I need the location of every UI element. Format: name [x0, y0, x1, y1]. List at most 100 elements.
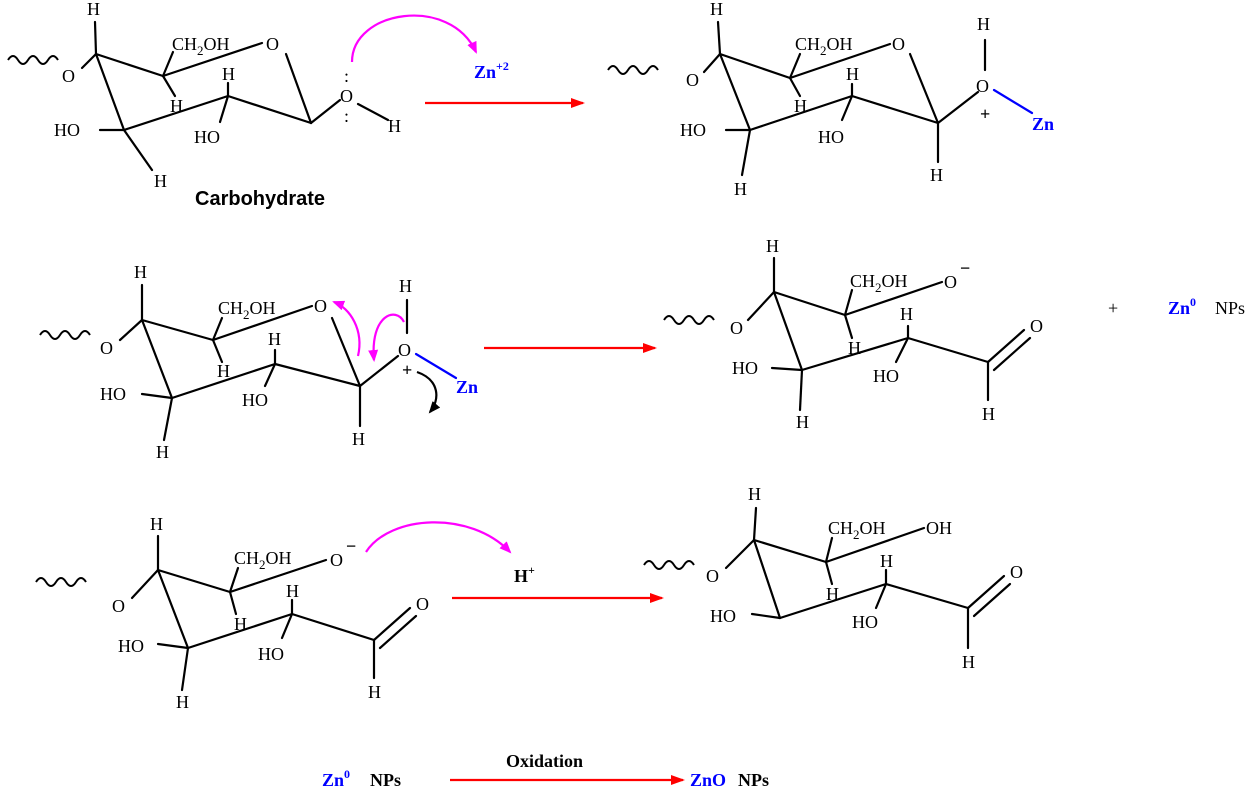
atom-O: O [62, 66, 75, 86]
atom-H: H [880, 551, 893, 571]
curved-electron-arrow-icon [332, 300, 361, 357]
lone-pair: : [344, 106, 349, 126]
atom-H: H [794, 96, 807, 116]
alkoxide-O: O [944, 272, 957, 292]
atom-H: H [222, 64, 235, 84]
carbohydrate-label: Carbohydrate [195, 188, 325, 210]
molecule-open-chain-product: H O CH2OH OH H H HO HO H O [643, 484, 1023, 672]
aldehyde-H: H [962, 652, 975, 672]
minus-charge: − [960, 258, 970, 278]
aldehyde-H: H [368, 682, 381, 702]
molecule-zinc-complex-2: H O CH2OH O H H HO HO H H H O + Zn [39, 262, 478, 462]
atom-H: H [154, 171, 167, 191]
ch2oh-group: CH2OH [234, 548, 292, 572]
HO-group: HO [873, 366, 899, 386]
plus-charge: + [402, 360, 412, 380]
HO-group: HO [258, 644, 284, 664]
HO-group: HO [54, 120, 80, 140]
HO-group: HO [710, 606, 736, 626]
atom-H: H [176, 692, 189, 712]
atom-H: H [766, 236, 779, 256]
atom-H: H [352, 429, 365, 449]
nps-label: NPs [1215, 298, 1245, 318]
curved-electron-arrow-icon [365, 521, 512, 554]
atom-H: H [900, 304, 913, 324]
HO-group: HO [818, 127, 844, 147]
atom-H: H [388, 116, 401, 136]
ch2oh-group: CH2OH [828, 518, 886, 542]
atom-O: O [686, 70, 699, 90]
atom-O: O [706, 566, 719, 586]
molecule-alkoxide: H O CH2OH O − H H HO HO H H O [663, 236, 1043, 432]
ring-O: O [266, 34, 279, 54]
plus-sign: + [1108, 298, 1118, 318]
atom-H: H [748, 484, 761, 504]
molecule-zinc-complex: H O CH2OH O H H HO HO H H H O + Zn [607, 0, 1054, 199]
carbonyl-O: O [416, 594, 429, 614]
aldehyde-H: H [982, 404, 995, 424]
HO-group: HO [118, 636, 144, 656]
curved-electron-arrow-icon [416, 370, 441, 414]
nps-label: NPs [738, 770, 769, 790]
zn-atom: Zn [456, 377, 478, 397]
h-plus-label: H+ [514, 563, 535, 586]
wavy-bond-icon [39, 330, 91, 340]
atom-H: H [710, 0, 723, 19]
atom-H: H [170, 96, 183, 116]
zn0-label: Zn0 [1168, 295, 1196, 318]
lone-pair: : [344, 66, 349, 86]
anomeric-O: O [340, 86, 353, 106]
atom-H: H [826, 584, 839, 604]
HO-group: HO [732, 358, 758, 378]
HO-group: HO [852, 612, 878, 632]
ch2oh-group: CH2OH [850, 271, 908, 295]
wavy-bond-icon [663, 315, 715, 325]
side-product-zn0: + Zn0 NPs [1108, 295, 1245, 318]
oxonium-O: O [398, 340, 411, 360]
curved-electron-arrow-icon [350, 14, 478, 63]
curved-electron-arrow-icon [368, 313, 405, 362]
atom-H: H [156, 442, 169, 462]
atom-H: H [286, 581, 299, 601]
oxidation-label: Oxidation [506, 751, 583, 771]
OH-group: OH [926, 518, 952, 538]
atom-H: H [930, 165, 943, 185]
atom-O: O [112, 596, 125, 616]
atom-H: H [848, 338, 861, 358]
HO-group: HO [680, 120, 706, 140]
atom-H: H [87, 0, 100, 19]
minus-charge: − [346, 536, 356, 556]
zn-atom: Zn [1032, 114, 1054, 134]
molecule-carbohydrate-reactant: H O CH2OH O H H HO HO H O : : H [7, 0, 401, 191]
wavy-bond-icon [7, 55, 59, 65]
atom-H: H [268, 329, 281, 349]
alkoxide-O: O [330, 550, 343, 570]
atom-H: H [150, 514, 163, 534]
atom-H: H [846, 64, 859, 84]
zno-label: ZnO [690, 770, 726, 790]
wavy-bond-icon [607, 65, 659, 75]
atom-H: H [977, 14, 990, 34]
wavy-bond-icon [643, 560, 695, 570]
HO-group: HO [100, 384, 126, 404]
atom-H: H [796, 412, 809, 432]
HO-group: HO [242, 390, 268, 410]
atom-H: H [234, 614, 247, 634]
zn0-label: Zn0 [322, 767, 350, 790]
atom-H: H [134, 262, 147, 282]
zn2-ion: Zn+2 [474, 59, 509, 82]
ch2oh-group: CH2OH [218, 298, 276, 322]
HO-group: HO [194, 127, 220, 147]
atom-H: H [734, 179, 747, 199]
plus-charge: + [980, 104, 990, 124]
atom-O: O [730, 318, 743, 338]
molecule-alkoxide-2: H O CH2OH O − H H HO HO H H O [35, 514, 429, 712]
atom-O: O [100, 338, 113, 358]
ch2oh-group: CH2OH [172, 34, 230, 58]
carbonyl-O: O [1030, 316, 1043, 336]
nps-label: NPs [370, 770, 401, 790]
ch2oh-group: CH2OH [795, 34, 853, 58]
ring-O: O [314, 296, 327, 316]
oxidation-reaction: Zn0 NPs Oxidation ZnO NPs [322, 751, 769, 790]
